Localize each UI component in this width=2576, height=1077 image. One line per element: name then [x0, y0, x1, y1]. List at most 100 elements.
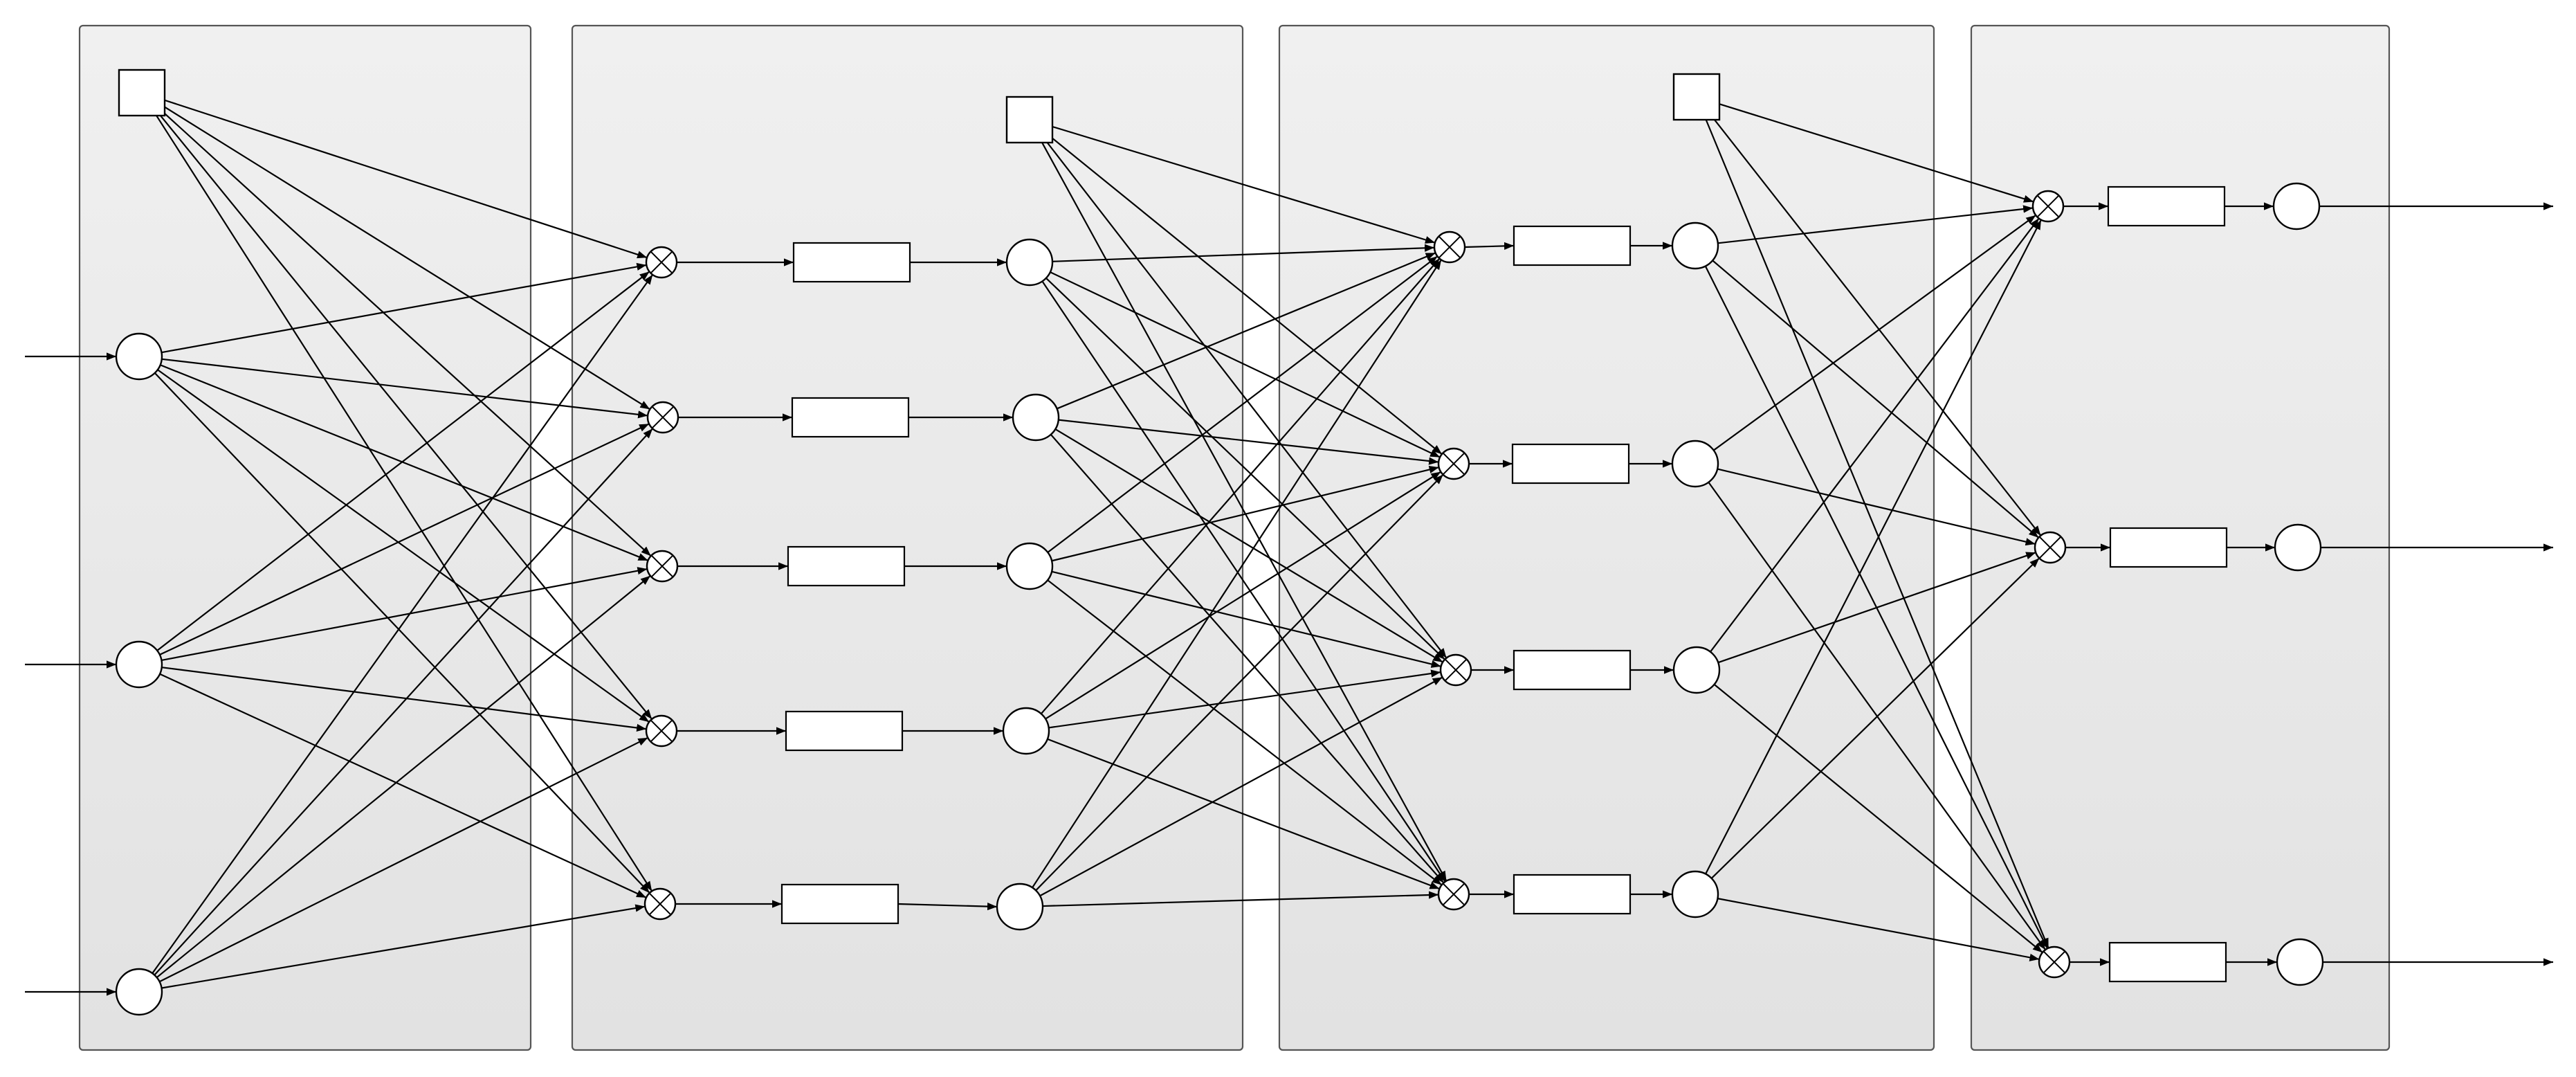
weighted-connection [1705, 219, 2042, 875]
connections [25, 99, 2553, 996]
layer-panel-1 [78, 24, 532, 1051]
weighted-connection [1710, 557, 2040, 879]
weighted-connection [159, 736, 648, 983]
bias-unit [118, 69, 166, 117]
activation-block [1513, 649, 1632, 691]
weighted-connection [161, 262, 647, 354]
hidden-neuron [1671, 440, 1719, 488]
weighted-connection [157, 369, 650, 723]
summing-junction [1433, 230, 1466, 264]
weighted-connection [1048, 669, 1441, 729]
weighted-connection [161, 904, 646, 989]
weighted-connection [1041, 280, 1446, 883]
output-neuron [2276, 938, 2324, 986]
sum-to-block-arrow [1464, 242, 1515, 250]
weighted-connection [1058, 419, 1439, 465]
weighted-connection [159, 673, 647, 898]
summing-junction [2031, 190, 2065, 223]
summing-junction [1439, 653, 1472, 687]
summing-junction-cross [1438, 235, 1461, 259]
hidden-neuron [1005, 542, 1054, 590]
activation-block [787, 545, 906, 587]
summing-junction-cross [1444, 658, 1468, 682]
bias-unit [1005, 96, 1054, 144]
weighted-connection [159, 423, 650, 655]
hidden-neuron [1671, 870, 1719, 918]
panels [78, 24, 2391, 1051]
summing-junction [643, 887, 677, 921]
weighted-connection [161, 358, 648, 419]
layer-panel-3 [1278, 24, 1935, 1051]
summing-junction-cross [2036, 194, 2060, 218]
weighted-connection [1045, 278, 1445, 660]
weighted-connection [1046, 133, 1443, 455]
weighted-connection [1717, 898, 2040, 961]
weighted-connection [1054, 428, 1443, 663]
summing-junction-cross [650, 719, 673, 743]
weighted-connection [1718, 102, 2034, 203]
input-neuron [115, 332, 163, 381]
summing-junction [646, 401, 679, 434]
summing-junction [1437, 878, 1470, 911]
weighted-connection [1717, 468, 2036, 546]
summing-junction [1437, 447, 1470, 480]
weighted-connection [1057, 252, 1436, 410]
weighted-connection [156, 271, 650, 651]
weighted-connection [154, 428, 653, 976]
weighted-connection [1039, 676, 1443, 897]
weighted-connection [1050, 434, 1445, 884]
summing-junction-cross [651, 406, 675, 429]
weighted-connection [1050, 271, 1441, 458]
output-neuron [2272, 182, 2321, 230]
activation-block [2108, 941, 2227, 983]
activation-block [791, 397, 910, 438]
summing-junction [2038, 945, 2071, 979]
nodes [115, 69, 2324, 1016]
summing-junction-cross [648, 892, 672, 916]
weighted-connection [163, 99, 648, 259]
weighted-connection [156, 575, 651, 979]
weighted-connection [1052, 244, 1435, 262]
weighted-connection [161, 567, 648, 661]
weighted-connection [1043, 137, 1447, 659]
input-neuron [115, 968, 163, 1016]
weighted-connection [1051, 125, 1436, 244]
hidden-neuron [1005, 238, 1054, 287]
weighted-connection [161, 667, 647, 732]
input-neuron [115, 640, 163, 689]
activation-block [1511, 443, 1630, 485]
output-neuron [2274, 523, 2322, 572]
summing-junction [2034, 531, 2067, 564]
weighted-connection [1051, 570, 1441, 668]
weighted-connection [160, 364, 648, 561]
activation-block [2107, 185, 2226, 227]
weighted-connection [1712, 260, 2039, 538]
layer-panel-2 [571, 24, 1244, 1051]
activation-block [792, 242, 911, 283]
weighted-connection [1047, 255, 1438, 553]
weighted-connection [1710, 217, 2040, 653]
weighted-connection [1042, 891, 1439, 907]
summing-junction-cross [650, 251, 673, 274]
weighted-connection [1713, 215, 2036, 451]
summing-junction-cross [1442, 883, 1465, 906]
summing-junction-cross [2038, 536, 2062, 559]
summing-junction-cross [1442, 452, 1465, 476]
summing-junction [645, 246, 678, 279]
hidden-neuron [1002, 707, 1050, 755]
weighted-connection [152, 274, 654, 974]
weighted-connection [1710, 114, 2042, 536]
weighted-connection [1717, 552, 2036, 664]
hidden-neuron [996, 883, 1044, 931]
activation-block [1513, 874, 1632, 915]
weighted-connection [1040, 257, 1441, 714]
weighted-connection [158, 107, 652, 557]
weighted-connection [1713, 684, 2043, 953]
weighted-connection [1704, 118, 2049, 949]
summing-junction-cross [650, 554, 674, 578]
hidden-neuron [1671, 221, 1719, 270]
summing-junction-cross [2043, 950, 2066, 974]
weighted-connection [153, 111, 653, 892]
activation-block [1513, 225, 1632, 266]
